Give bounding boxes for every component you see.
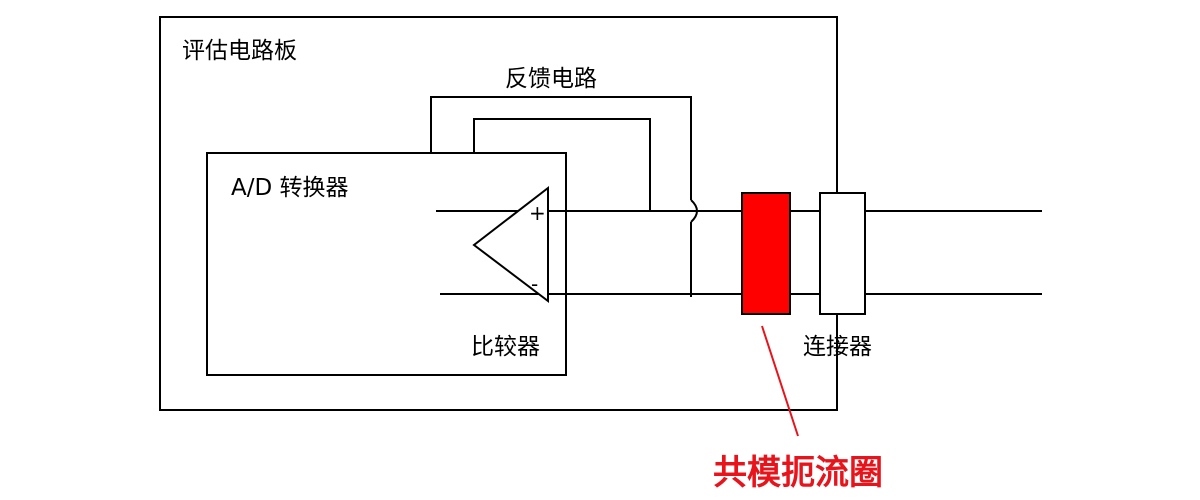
comparator-minus-sign: - [531, 272, 538, 296]
connector-label: 连接器 [803, 334, 872, 360]
feedback-circuit-label: 反馈电路 [505, 66, 597, 92]
comparator-plus-sign: + [529, 201, 546, 225]
choke-leader-line [761, 325, 799, 437]
common-mode-choke [741, 192, 791, 315]
feedback-inner-loop [473, 118, 651, 211]
comparator-triangle [472, 185, 549, 304]
comparator-label: 比较器 [471, 334, 540, 360]
adc-box [206, 152, 567, 376]
feedback-outer-loop [430, 96, 692, 200]
connector-block [819, 192, 866, 315]
common-mode-choke-label: 共模扼流圈 [713, 453, 883, 493]
evaluation-board-label: 评估电路板 [182, 38, 297, 64]
adc-label: A/D 转换器 [231, 175, 349, 201]
